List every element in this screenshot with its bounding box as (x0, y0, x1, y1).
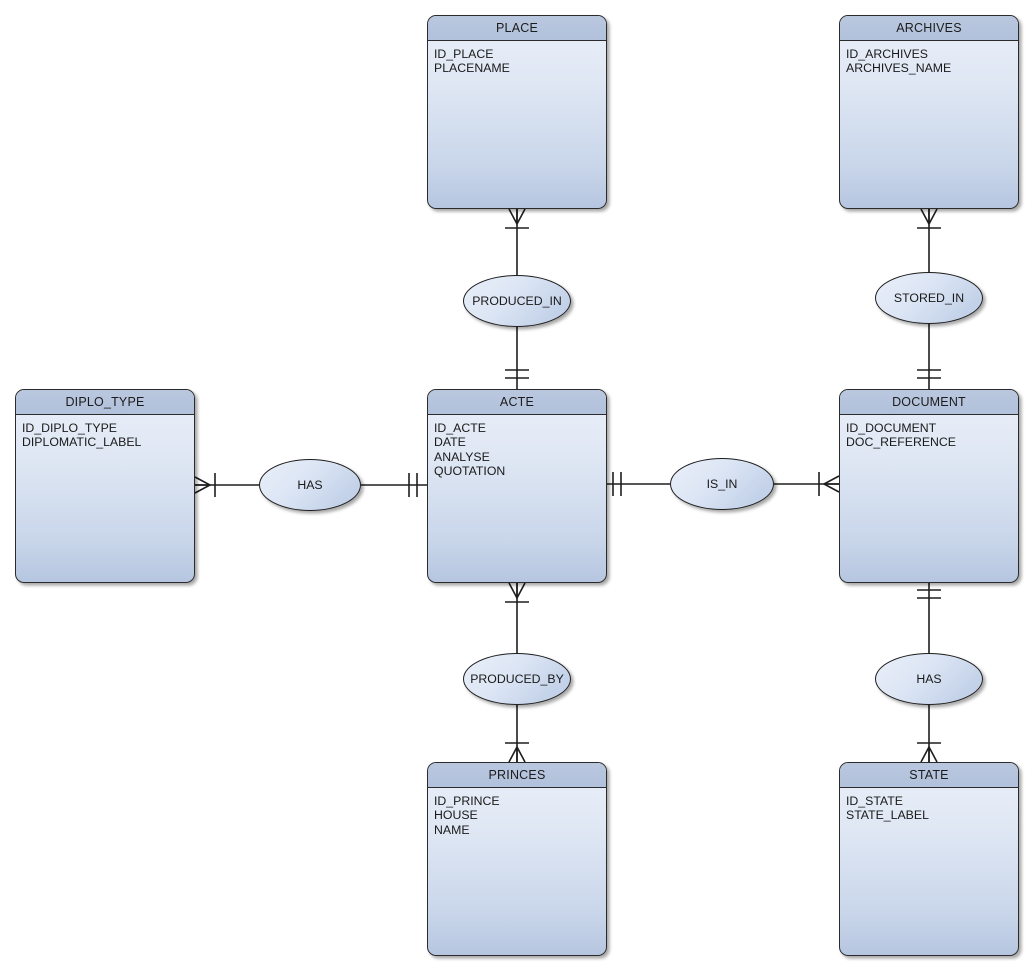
entity-acte-title: ACTE (428, 390, 606, 415)
connector-archives-stored-in (917, 208, 941, 272)
entity-place-title: PLACE (428, 16, 606, 41)
attribute: QUOTATION (434, 463, 506, 478)
entity-archives-attributes: ID_ARCHIVES ARCHIVES_NAME (840, 41, 1018, 76)
entity-princes-attributes: ID_PRINCE HOUSE NAME (428, 788, 606, 837)
connector-acte-produced-by (505, 582, 529, 653)
relationship-has-diplo-type[interactable]: HAS (259, 459, 361, 511)
entity-diplo-type-attributes: ID_DIPLO_TYPE DIPLOMATIC_LABEL (16, 415, 194, 450)
entity-state[interactable]: STATE ID_STATE STATE_LABEL (839, 762, 1019, 956)
entity-place-attributes: ID_PLACE PLACENAME (428, 41, 606, 76)
relationship-is-in[interactable]: IS_IN (670, 458, 774, 510)
attribute: ID_ARCHIVES (846, 47, 929, 61)
entity-princes[interactable]: PRINCES ID_PRINCE HOUSE NAME (427, 762, 607, 956)
connector-acte-is-in (607, 472, 670, 496)
connector-stored-in-document (917, 324, 941, 389)
connector-has-state (917, 705, 941, 763)
connector-has-acte (361, 473, 427, 497)
attribute: PLACENAME (434, 61, 510, 76)
connector-document-has (917, 583, 941, 653)
attribute: ANALYSE (434, 449, 490, 464)
entity-diplo-type-title: DIPLO_TYPE (16, 390, 194, 415)
attribute: DIPLOMATIC_LABEL (22, 435, 142, 450)
connector-is-in-document (774, 472, 840, 496)
attribute: HOUSE (434, 808, 478, 823)
attribute: DATE (434, 435, 466, 450)
entity-place[interactable]: PLACE ID_PLACE PLACENAME (427, 15, 607, 209)
relationship-has-state[interactable]: HAS (875, 653, 983, 705)
relationship-stored-in[interactable]: STORED_IN (875, 272, 983, 324)
entity-princes-title: PRINCES (428, 763, 606, 788)
connector-produced-in-acte (505, 327, 529, 389)
connector-diplo-type-has (194, 473, 259, 497)
attribute: ID_STATE (846, 794, 903, 808)
relationship-produced-in[interactable]: PRODUCED_IN (463, 275, 571, 327)
entity-acte-attributes: ID_ACTE DATE ANALYSE QUOTATION (428, 415, 606, 478)
attribute: NAME (434, 822, 470, 837)
entity-document-title: DOCUMENT (840, 390, 1018, 415)
entity-document[interactable]: DOCUMENT ID_DOCUMENT DOC_REFERENCE (839, 389, 1019, 583)
entity-acte[interactable]: ACTE ID_ACTE DATE ANALYSE QUOTATION (427, 389, 607, 583)
attribute: ARCHIVES_NAME (846, 61, 952, 76)
entity-diplo-type[interactable]: DIPLO_TYPE ID_DIPLO_TYPE DIPLOMATIC_LABE… (15, 389, 195, 583)
attribute: ID_PRINCE (434, 794, 500, 808)
attribute: ID_DIPLO_TYPE (22, 421, 117, 435)
attribute: ID_DOCUMENT (846, 421, 937, 435)
relationship-produced-by[interactable]: PRODUCED_BY (463, 653, 571, 705)
attribute: STATE_LABEL (846, 808, 929, 823)
attribute: DOC_REFERENCE (846, 435, 957, 450)
entity-state-title: STATE (840, 763, 1018, 788)
attribute: ID_ACTE (434, 421, 486, 435)
connector-place-produced-in (505, 208, 529, 275)
attribute: ID_PLACE (434, 47, 494, 61)
connector-produced-by-princes (505, 705, 529, 763)
entity-state-attributes: ID_STATE STATE_LABEL (840, 788, 1018, 823)
entity-document-attributes: ID_DOCUMENT DOC_REFERENCE (840, 415, 1018, 450)
entity-archives-title: ARCHIVES (840, 16, 1018, 41)
entity-archives[interactable]: ARCHIVES ID_ARCHIVES ARCHIVES_NAME (839, 15, 1019, 209)
